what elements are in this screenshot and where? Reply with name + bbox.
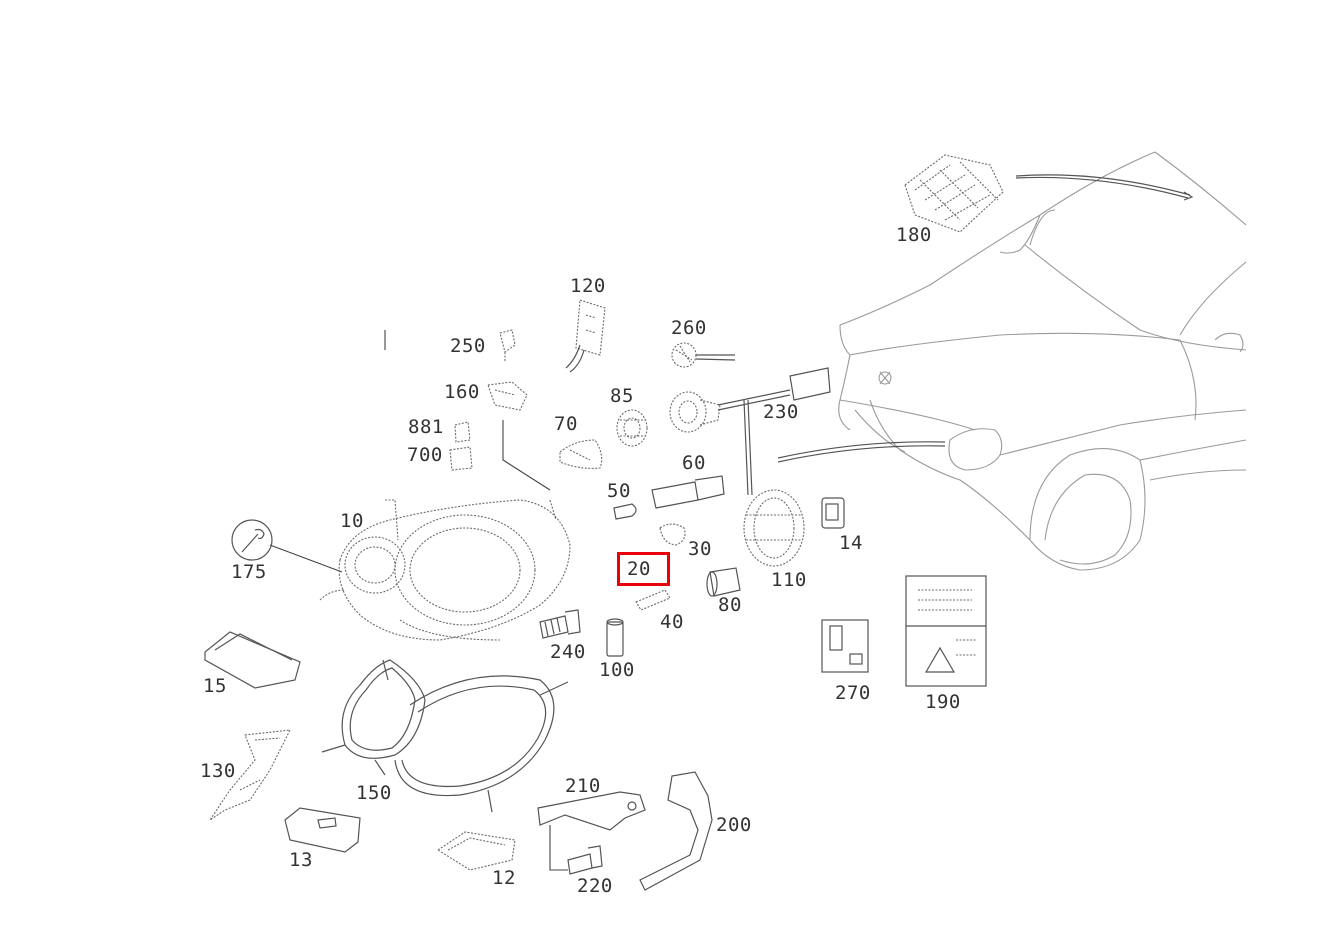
- part-270-label: [821, 619, 869, 673]
- part-label-130[interactable]: 130: [200, 760, 236, 782]
- part-12-module: [436, 831, 516, 871]
- part-label-120[interactable]: 120: [570, 275, 606, 297]
- part-230-igniter: [669, 367, 831, 496]
- part-label-260[interactable]: 260: [671, 317, 707, 339]
- part-label-230[interactable]: 230: [763, 401, 799, 423]
- part-70-bulb-holder: [559, 439, 603, 469]
- control-unit-180: [904, 154, 1004, 233]
- part-label-80[interactable]: 80: [718, 594, 742, 616]
- part-160-holder: [487, 381, 528, 411]
- part-label-10[interactable]: 10: [340, 510, 364, 532]
- part-label-110[interactable]: 110: [771, 569, 807, 591]
- leader-160: [502, 420, 551, 491]
- part-label-14[interactable]: 14: [839, 532, 863, 554]
- part-60-bulb: [651, 475, 725, 509]
- part-label-20[interactable]: 20: [627, 558, 651, 580]
- part-label-100[interactable]: 100: [599, 659, 635, 681]
- harness-arrow-headlamp: [777, 441, 946, 459]
- part-label-40[interactable]: 40: [660, 611, 684, 633]
- part-label-15[interactable]: 15: [203, 675, 227, 697]
- part-260-connector: [671, 342, 736, 368]
- part-30-cap: [659, 523, 686, 546]
- part-210-bracket: [537, 791, 646, 831]
- part-110-cover: [743, 489, 805, 567]
- part-120-module: [565, 299, 606, 373]
- part-label-700[interactable]: 700: [407, 444, 443, 466]
- part-13-control-unit: [284, 807, 361, 853]
- part-label-13[interactable]: 13: [289, 849, 313, 871]
- part-80-sleeve: [706, 567, 741, 597]
- part-85-socket: [616, 409, 648, 447]
- part-label-50[interactable]: 50: [607, 480, 631, 502]
- part-250-clip: [499, 329, 516, 362]
- leader-175: [269, 544, 343, 573]
- harness-arrow-top: [1015, 174, 1191, 196]
- wrench-icon: [231, 519, 273, 561]
- highlighted-part-20-box: [617, 552, 670, 586]
- part-label-200[interactable]: 200: [716, 814, 752, 836]
- part-label-270[interactable]: 270: [835, 682, 871, 704]
- part-label-190[interactable]: 190: [925, 691, 961, 713]
- part-label-220[interactable]: 220: [577, 875, 613, 897]
- part-50-bulb: [613, 503, 637, 520]
- part-label-250[interactable]: 250: [450, 335, 486, 357]
- part-40-clip: [635, 589, 671, 611]
- part-label-881[interactable]: 881: [408, 416, 444, 438]
- part-label-70[interactable]: 70: [554, 413, 578, 435]
- car-front-outline: [838, 151, 1247, 571]
- part-150-seal-frame: [321, 659, 569, 813]
- part-label-160[interactable]: 160: [444, 381, 480, 403]
- part-label-180[interactable]: 180: [896, 224, 932, 246]
- part-200-bracket: [639, 771, 713, 891]
- part-label-12[interactable]: 12: [492, 867, 516, 889]
- part-label-210[interactable]: 210: [565, 775, 601, 797]
- part-100-sleeve: [606, 618, 624, 657]
- part-14-connector: [821, 497, 845, 529]
- part-label-175[interactable]: 175: [231, 561, 267, 583]
- part-label-60[interactable]: 60: [682, 452, 706, 474]
- part-label-30[interactable]: 30: [688, 538, 712, 560]
- part-700-retainer: [449, 421, 473, 471]
- part-15-control-unit: [204, 631, 301, 689]
- part-10-headlamp: [319, 499, 571, 641]
- part-label-240[interactable]: 240: [550, 641, 586, 663]
- part-label-85[interactable]: 85: [610, 385, 634, 407]
- part-240-bolt: [539, 609, 581, 639]
- part-190-warning-label: [905, 575, 987, 687]
- part-220-bolt: [549, 825, 603, 875]
- part-label-150[interactable]: 150: [356, 782, 392, 804]
- part-130-bracket: [209, 729, 291, 821]
